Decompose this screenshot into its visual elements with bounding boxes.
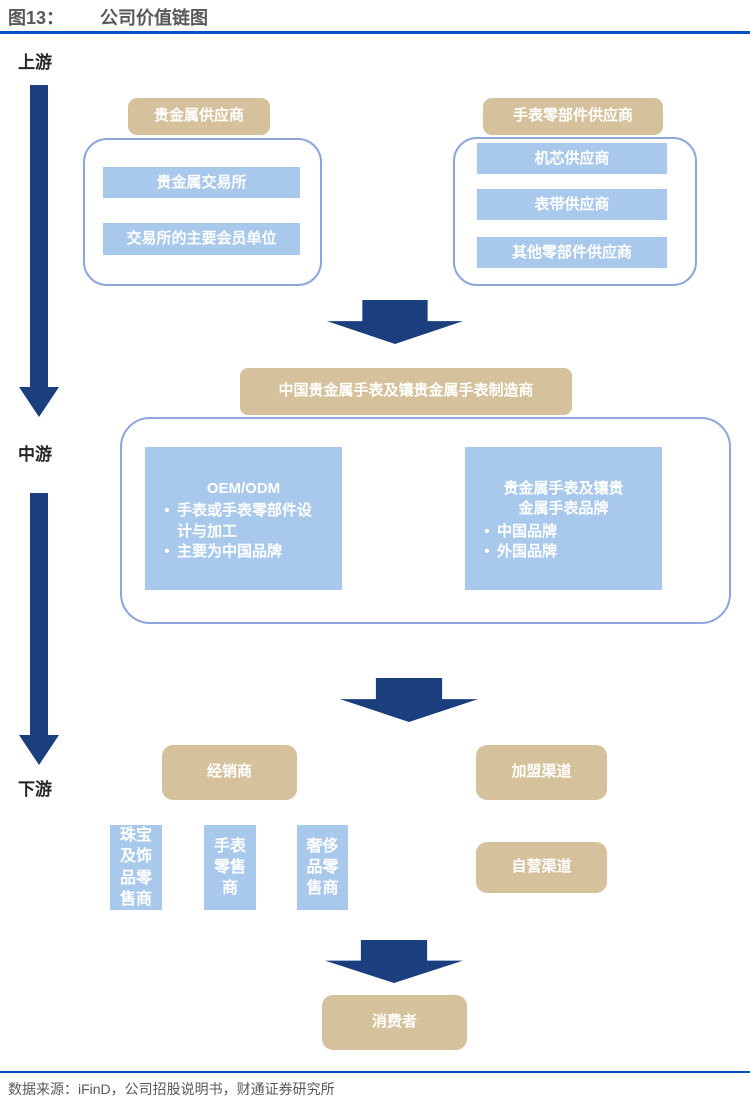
dealer-box: 经销商 (162, 745, 297, 800)
arrow-stem (30, 85, 48, 387)
stage-label-upstream: 上游 (18, 53, 52, 72)
jewelry-retailer-box: 珠宝及饰品零售商 (110, 825, 162, 910)
figure-header: 图13： 公司价值链图 (8, 4, 742, 30)
bullet-item: • 手表或手表零部件设计与加工 (155, 501, 332, 542)
brand-title: 贵金属手表及镶贵金属手表品牌 (503, 480, 624, 518)
stage-label-midstream: 中游 (18, 445, 52, 464)
watch-retailer-box: 手表零售商 (204, 825, 256, 910)
source-text: 数据来源：iFinD，公司招股说明书，财通证券研究所 (8, 1081, 335, 1097)
manufacturer-box: 中国贵金属手表及镶贵金属手表制造商 (240, 368, 572, 415)
strap-supplier-box: 表带供应商 (477, 189, 667, 220)
luxury-retailer-box: 奢侈品零售商 (297, 825, 348, 910)
oem-odm-box: OEM/ODM • 手表或手表零部件设计与加工 • 主要为中国品牌 (145, 447, 342, 590)
self-operated-channel-box: 自营渠道 (476, 842, 607, 893)
bullet-icon: • (164, 542, 170, 560)
brand-bullets: • 中国品牌 • 外国品牌 (475, 522, 652, 563)
watch-parts-supplier-header: 手表零部件供应商 (483, 98, 663, 135)
bullet-item: • 外国品牌 (475, 542, 652, 562)
bullet-icon: • (484, 522, 490, 540)
oem-odm-bullets: • 手表或手表零部件设计与加工 • 主要为中国品牌 (155, 501, 332, 562)
flow-arrow-to-downstream-icon (340, 678, 478, 722)
bullet-item: • 中国品牌 (475, 522, 652, 542)
exchange-member-box: 交易所的主要会员单位 (103, 223, 300, 255)
midstream-group (120, 417, 731, 624)
title-divider (0, 31, 750, 34)
bullet-item: • 主要为中国品牌 (155, 542, 332, 562)
movement-supplier-box: 机芯供应商 (477, 143, 667, 174)
source-divider (0, 1071, 750, 1073)
precious-metal-exchange-box: 贵金属交易所 (103, 167, 300, 198)
precious-metal-supplier-header: 贵金属供应商 (128, 98, 270, 135)
other-parts-supplier-box: 其他零部件供应商 (477, 237, 667, 268)
consumer-box: 消费者 (322, 995, 467, 1050)
arrow-head-icon (19, 735, 59, 765)
bullet-icon: • (484, 542, 490, 560)
oem-odm-title: OEM/ODM (206, 480, 281, 497)
figure-title: 公司价值链图 (100, 8, 209, 28)
figure-label: 图13： (8, 8, 65, 28)
stage-label-downstream: 下游 (18, 780, 52, 799)
flow-arrow-to-consumer-icon (325, 940, 463, 983)
flow-arrow-to-manufacturer-icon (327, 300, 463, 344)
watch-parts-supplier-group (453, 137, 697, 286)
bullet-icon: • (164, 502, 170, 520)
arrow-stem (30, 493, 48, 735)
franchise-channel-box: 加盟渠道 (476, 745, 607, 800)
precious-metal-supplier-group (83, 138, 322, 286)
brand-box: 贵金属手表及镶贵金属手表品牌 • 中国品牌 • 外国品牌 (465, 447, 662, 590)
arrow-head-icon (19, 387, 59, 417)
